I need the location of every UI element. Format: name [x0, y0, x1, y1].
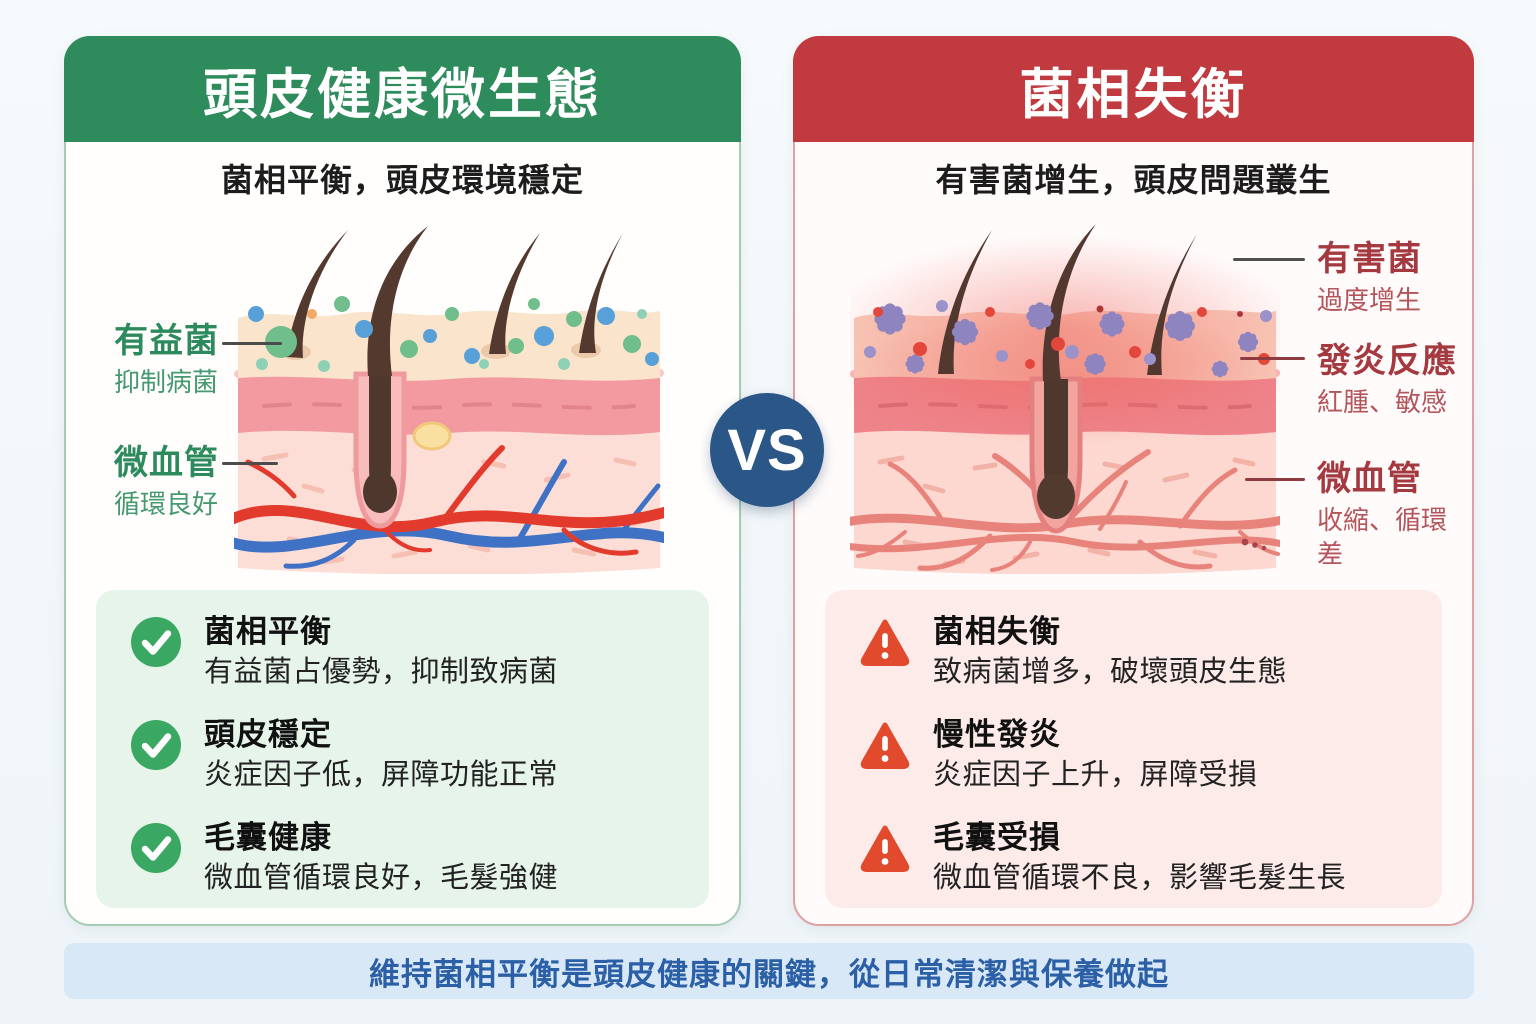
- leader-line: [1233, 258, 1305, 261]
- footer-text: 維持菌相平衡是頭皮健康的關鍵，從日常清潔與保養做起: [369, 956, 1169, 992]
- vs-badge: VS: [710, 393, 824, 507]
- annotation-desc: 收縮、循環差: [1317, 505, 1448, 569]
- list-item: 菌相失衡 致病菌增多，破壞頭皮生態: [859, 612, 1442, 692]
- item-title: 頭皮穩定: [204, 717, 332, 752]
- annotation-title: 微血管: [114, 444, 219, 482]
- list-item: 菌相平衡 有益菌占優勢，抑制致病菌: [130, 612, 709, 692]
- item-title: 慢性發炎: [933, 717, 1061, 752]
- list-item: 毛囊受損 微血管循環不良，影響毛髮生長: [859, 818, 1442, 898]
- healthy-card-title: 頭皮健康微生態: [203, 64, 602, 125]
- item-desc: 微血管循環不良，影響毛髮生長: [933, 862, 1347, 894]
- leader-line: [1245, 478, 1305, 481]
- item-desc: 炎症因子上升，屏障受損: [933, 759, 1258, 791]
- check-circle-icon: [130, 616, 182, 668]
- check-circle-icon: [130, 822, 182, 874]
- annotation-capillaries-poor: 微血管 收縮、循環差: [1317, 458, 1472, 571]
- annotation-title: 有害菌: [1317, 240, 1422, 278]
- annotation-title: 微血管: [1317, 460, 1422, 498]
- list-item: 頭皮穩定 炎症因子低，屏障功能正常: [130, 715, 709, 795]
- annotation-desc: 過度增生: [1317, 285, 1422, 315]
- dysbiosis-card-title: 菌相失衡: [1019, 64, 1248, 125]
- item-desc: 致病菌增多，破壞頭皮生態: [933, 656, 1288, 688]
- annotation-title: 有益菌: [114, 322, 219, 360]
- list-item: 慢性發炎 炎症因子上升，屏障受損: [859, 715, 1442, 795]
- healthy-skin-illustration: [234, 226, 664, 574]
- item-desc: 有益菌占優勢，抑制致病菌: [204, 656, 559, 688]
- item-desc: 炎症因子低，屏障功能正常: [204, 759, 559, 791]
- annotation-desc: 循環良好: [114, 489, 219, 519]
- item-desc: 微血管循環良好，毛髮強健: [204, 862, 559, 894]
- item-title: 毛囊受損: [933, 820, 1061, 855]
- healthy-card-header: 頭皮健康微生態: [64, 36, 741, 142]
- annotation-title: 發炎反應: [1317, 342, 1457, 380]
- list-item: 毛囊健康 微血管循環良好，毛髮強健: [130, 818, 709, 898]
- annotation-beneficial-bacteria: 有益菌 抑制病菌: [114, 320, 219, 399]
- leader-line: [1240, 357, 1305, 360]
- dysbiosis-problems-panel: 菌相失衡 致病菌增多，破壞頭皮生態 慢性發炎 炎症因子上升，屏障受損 毛囊受損 …: [825, 590, 1442, 908]
- annotation-capillaries-good: 微血管 循環良好: [114, 442, 219, 521]
- warning-triangle-icon: [859, 616, 911, 668]
- annotation-desc: 抑制病菌: [114, 367, 219, 397]
- item-title: 毛囊健康: [204, 820, 332, 855]
- warning-triangle-icon: [859, 822, 911, 874]
- annotation-desc: 紅腫、敏感: [1317, 387, 1448, 417]
- dysbiosis-card-header: 菌相失衡: [793, 36, 1474, 142]
- healthy-benefits-panel: 菌相平衡 有益菌占優勢，抑制致病菌 頭皮穩定 炎症因子低，屏障功能正常 毛囊健康…: [96, 590, 709, 908]
- dysbiosis-card: 菌相失衡 有害菌增生，頭皮問題叢生: [793, 36, 1474, 926]
- leader-line: [222, 462, 278, 465]
- item-title: 菌相失衡: [933, 614, 1061, 649]
- healthy-card-subtitle: 菌相平衡，頭皮環境穩定: [220, 162, 584, 198]
- inflamed-skin-illustration: [850, 224, 1280, 574]
- annotation-inflammation: 發炎反應 紅腫、敏感: [1317, 340, 1457, 419]
- annotation-harmful-bacteria: 有害菌 過度增生: [1317, 238, 1422, 317]
- warning-triangle-icon: [859, 719, 911, 771]
- dysbiosis-card-subtitle: 有害菌增生，頭皮問題叢生: [935, 162, 1332, 198]
- leader-line: [222, 342, 282, 345]
- check-circle-icon: [130, 719, 182, 771]
- vs-text: VS: [727, 417, 807, 483]
- footer-bar: 維持菌相平衡是頭皮健康的關鍵，從日常清潔與保養做起: [64, 943, 1474, 999]
- item-title: 菌相平衡: [204, 614, 332, 649]
- healthy-scalp-card: 頭皮健康微生態 菌相平衡，頭皮環境穩定: [64, 36, 741, 926]
